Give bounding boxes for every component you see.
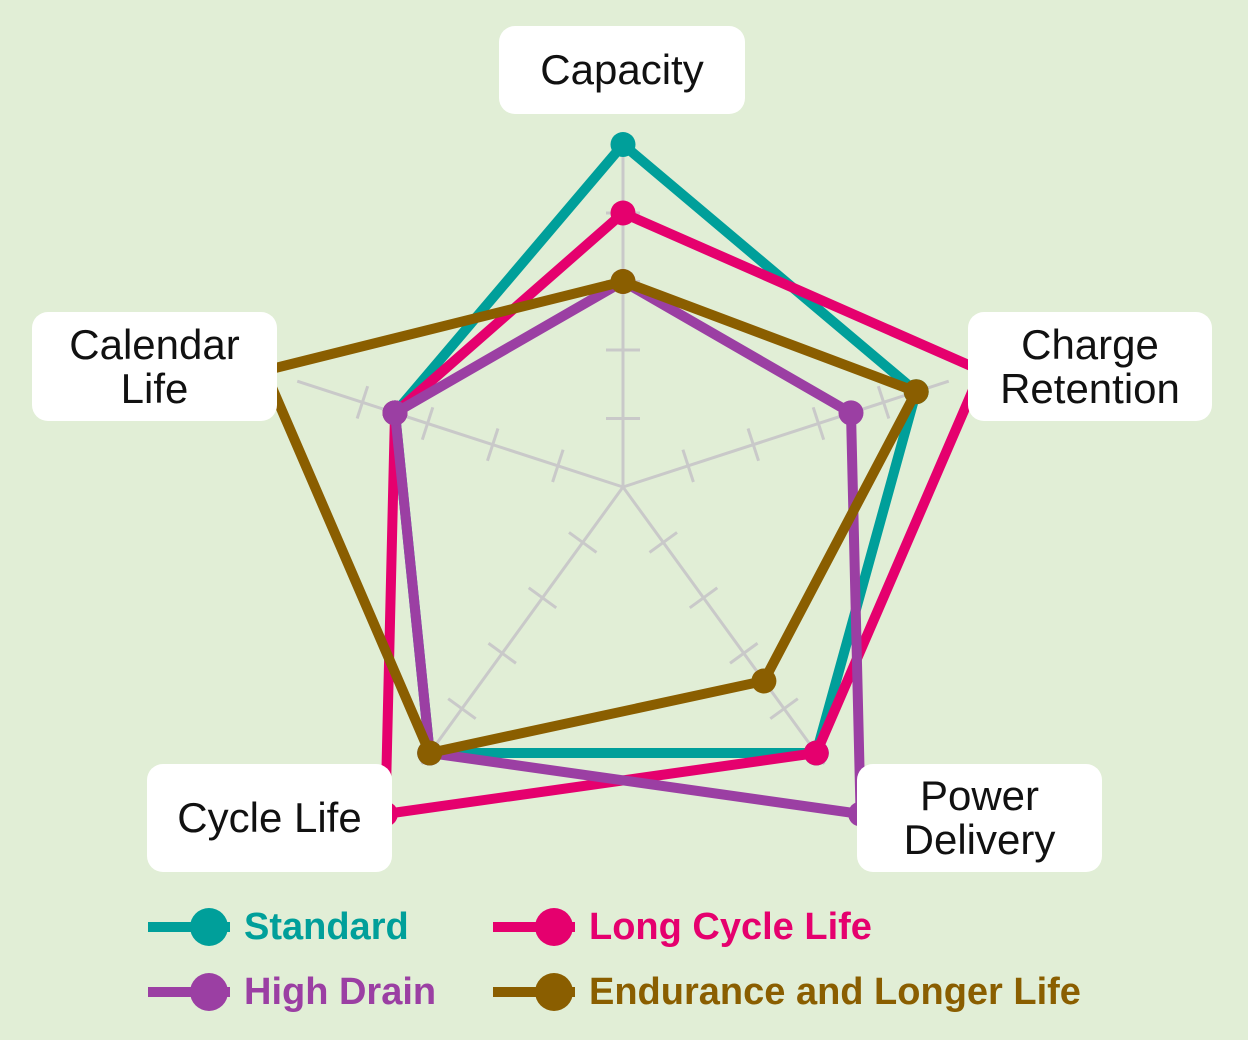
axis-label-capacity: Capacity [499,26,745,114]
axis-label-charge-retention: Charge Retention [968,312,1212,421]
series-line [380,208,987,819]
legend-item-endurance-and-longer-life: Endurance and Longer Life [493,967,1081,1017]
grid-tick [420,406,435,441]
legend-label: Endurance and Longer Life [589,970,1081,1013]
grid-tick [648,531,678,554]
series-line [390,276,866,819]
grid-tick [447,697,477,720]
series-line [390,139,922,758]
grid-tick [688,586,719,610]
series-line [259,276,922,758]
legend-marker-icon [148,902,230,952]
grid-tick [568,531,598,554]
grid-tick [729,642,759,665]
legend-label: Long Cycle Life [589,905,872,948]
grid-spoke-calendar-life [296,379,624,489]
grid-spoke-charge-retention [622,379,950,489]
legend-label: High Drain [244,970,437,1013]
radar-grid [296,144,950,765]
series-long-cycle-life [372,200,994,827]
data-point-power-delivery [803,740,829,766]
grid-tick [681,449,695,483]
series-endurance-and-longer-life [252,269,929,766]
legend-item-high-drain: High Drain [148,967,436,1017]
data-point-charge-retention [903,379,929,405]
data-point-cycle-life [417,740,443,766]
legend-marker-icon [493,967,575,1017]
grid-tick [355,385,370,419]
data-point-capacity [610,269,636,294]
grid-tick [811,406,826,441]
grid-spoke-power-delivery [621,486,826,765]
data-point-calendar-life [382,400,408,426]
grid-tick [769,697,799,720]
grid-tick [746,428,760,462]
legend-marker-icon [493,902,575,952]
data-point-charge-retention [838,400,864,426]
grid-tick [486,428,500,462]
grid-tick [527,586,558,610]
legend-label: Standard [244,905,409,948]
grid-tick [487,642,517,665]
axis-label-calendar-life: Calendar Life [32,312,277,421]
axis-label-cycle-life: Cycle Life [147,764,392,872]
data-point-capacity [610,132,636,157]
grid-tick [551,449,565,483]
legend-item-long-cycle-life: Long Cycle Life [493,902,872,952]
legend-marker-icon [148,967,230,1017]
legend-item-standard: Standard [148,902,409,952]
data-point-power-delivery [751,668,777,694]
grid-tick [876,385,891,419]
data-point-capacity [610,200,636,226]
grid-spoke-cycle-life [420,486,625,765]
axis-label-power-delivery: Power Delivery [857,764,1102,872]
